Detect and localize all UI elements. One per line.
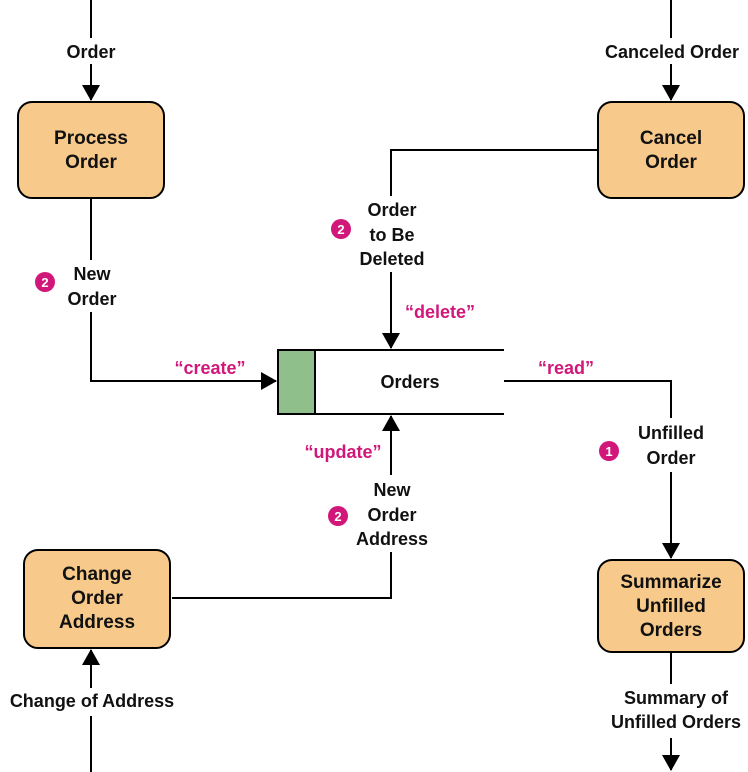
badge-unfilled-number: 1 [605,444,612,459]
summarize-box [597,559,745,653]
flow-label-new-order-1: New [73,264,111,284]
process-order-box [17,101,165,199]
summarize-line3: Orders [640,620,702,641]
operation-read: “read” [538,358,594,378]
flow-label-unfilled-2: Order [646,448,695,468]
data-store-label: Orders [380,372,439,392]
process-summarize[interactable]: Summarize Unfilled Orders [597,559,745,653]
cancel-order-line1: Cancel [640,128,702,149]
badge-unfilled-order: 1 [599,441,619,461]
flow-label-unfilled-1: Unfilled [638,423,704,443]
process-change-order-address[interactable]: Change Order Address [23,549,171,649]
badge-new-order-circle [35,272,55,292]
flow-label-order: Order [66,42,115,62]
badge-unfilled-circle [599,441,619,461]
cancel-order-box [597,101,745,199]
badge-new-order: 2 [35,272,55,292]
flow-label-address-2: Order [367,505,416,525]
flow-label-address-3: Address [356,529,428,549]
change-address-box [23,549,171,649]
data-store-tab [277,349,316,415]
process-order-line2: Order [65,152,117,173]
edge-update-lower [172,552,392,599]
edge-delete-upper [390,149,597,196]
cancel-order-line2: Order [645,152,697,173]
summarize-line2: Unfilled [636,596,706,617]
flow-label-summary-1: Summary of [624,688,729,708]
edge-read-upper [504,380,672,418]
operation-update: “update” [304,442,381,462]
flow-label-delete-2: to Be [370,225,415,245]
badge-deleted-number: 2 [337,222,344,237]
operation-delete: “delete” [405,302,475,322]
change-address-line3: Address [59,612,135,633]
change-address-line1: Change [62,564,132,585]
flow-label-change-of-address: Change of Address [10,691,174,711]
badge-new-order-address: 2 [328,506,348,526]
flow-label-summary-2: Unfilled Orders [611,712,741,732]
flow-label-address-1: New [373,480,411,500]
badge-order-to-be-deleted: 2 [331,219,351,239]
badge-address-circle [328,506,348,526]
edge-new-order-lower [90,312,277,390]
badge-new-order-number: 2 [41,275,48,290]
badge-address-number: 2 [334,509,341,524]
flow-label-canceled-order: Canceled Order [605,42,739,62]
summarize-line1: Summarize [620,572,721,593]
flow-label-new-order-2: Order [67,289,116,309]
badge-deleted-circle [331,219,351,239]
operation-create: “create” [174,358,245,378]
process-order[interactable]: Process Order [17,101,165,199]
flow-label-delete-3: Deleted [359,249,424,269]
process-order-line1: Process [54,128,128,149]
change-address-line2: Order [71,588,123,609]
flow-label-delete-1: Order [367,200,416,220]
data-store-orders[interactable]: Orders [277,349,504,415]
process-cancel-order[interactable]: Cancel Order [597,101,745,199]
